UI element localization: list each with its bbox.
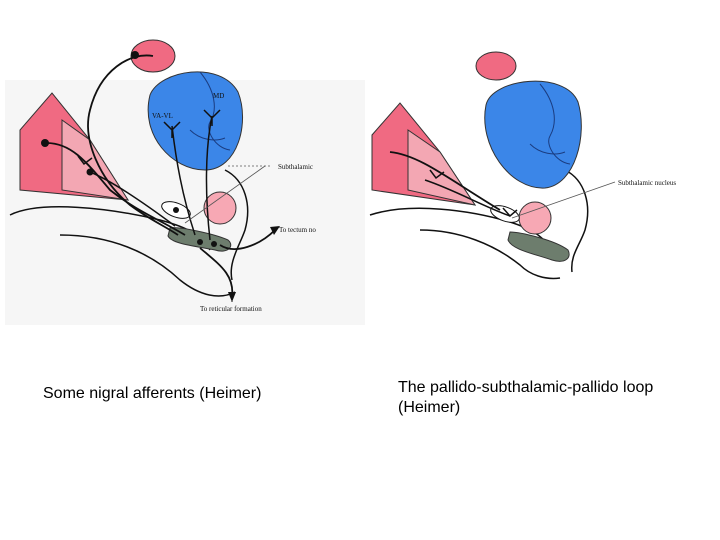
thalamus-division-line xyxy=(539,83,571,165)
fiber-tract xyxy=(44,142,186,236)
fiber-tract xyxy=(87,54,179,236)
thalamus-division-line xyxy=(189,129,226,141)
cell-body xyxy=(173,207,179,213)
outline-curve xyxy=(564,169,589,273)
label-reticular: To reticular formation xyxy=(200,305,262,313)
caption-right: The pallido-subthalamic-pallido loop (He… xyxy=(398,379,654,416)
fiber-tract xyxy=(89,171,176,227)
thalamus xyxy=(484,80,582,189)
outline-curve xyxy=(419,229,561,280)
cell-body xyxy=(131,51,139,59)
cell-body xyxy=(197,239,203,245)
cortex-inner-region xyxy=(407,129,477,206)
nigral-afferents-diagram: MD VA-VL Subthalamic To tectum no To ret… xyxy=(5,39,365,325)
label-vavl: VA-VL xyxy=(152,112,173,120)
label-tectum: To tectum no xyxy=(279,226,316,234)
label-md: MD xyxy=(213,92,224,100)
label-subthalamic-nucleus: Subthalamic nucleus xyxy=(618,179,676,187)
terminal-fork xyxy=(163,121,181,138)
caption-left: Some nigral afferents (Heimer) xyxy=(43,385,262,402)
fiber-tract xyxy=(389,151,501,211)
outline-curve xyxy=(224,169,249,281)
pallido-subthalamic-loop-diagram: Subthalamic nucleus xyxy=(369,51,676,280)
cell-body xyxy=(211,241,217,247)
reticular-tract xyxy=(199,247,234,299)
arrowhead xyxy=(270,226,280,235)
cell-body xyxy=(86,168,94,176)
thalamus-division-line xyxy=(529,143,566,155)
terminal-fork xyxy=(429,169,445,180)
thalamus-division-line xyxy=(199,71,231,151)
terminal-fork xyxy=(77,155,93,166)
fiber-tract xyxy=(424,179,511,217)
terminal-fork xyxy=(502,207,518,218)
tectum-tract xyxy=(219,229,276,250)
fiber-tract xyxy=(205,115,213,241)
arrowhead xyxy=(228,292,236,302)
substantia-nigra xyxy=(507,231,570,262)
terminal-fork xyxy=(203,109,221,126)
cell-body xyxy=(41,139,49,147)
fiber-tract xyxy=(171,125,196,236)
subthalamic-leader xyxy=(184,165,266,224)
label-subthalamic: Subthalamic xyxy=(278,163,313,171)
outline-curve xyxy=(59,234,236,297)
subthalamic-nucleus xyxy=(203,191,237,225)
subthalamic-nucleus xyxy=(518,201,552,235)
top-nucleus-oval xyxy=(475,51,517,81)
subthalamic-leader xyxy=(511,181,616,219)
cortex-inner-region xyxy=(61,119,130,201)
